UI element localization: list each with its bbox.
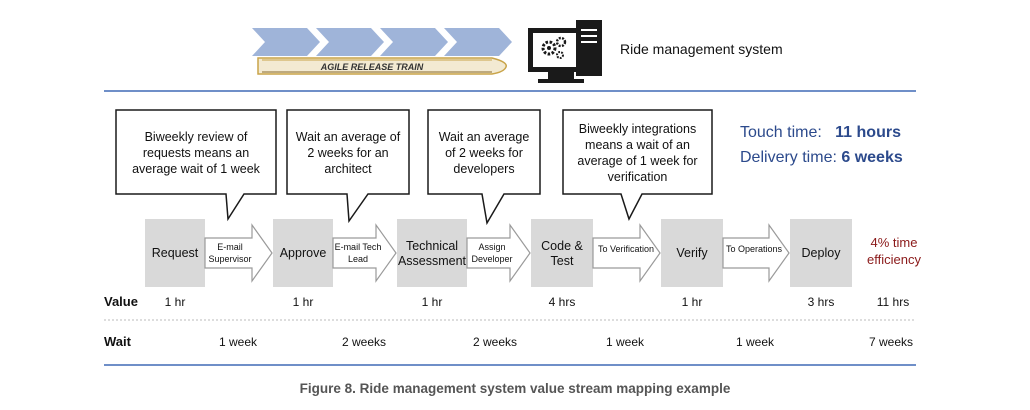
time-efficiency: 4% time efficiency [867, 235, 921, 267]
delivery-time-label: Delivery time: [740, 149, 837, 166]
step-box-code-test [531, 219, 593, 287]
step-label-deploy: Deploy [801, 246, 841, 260]
wait-total: 7 weeks [868, 335, 914, 349]
wait-handoff-4: 1 week [605, 335, 645, 349]
step-label-verify: Verify [676, 246, 708, 260]
step-box-deploy [790, 219, 852, 287]
step-label-approve: Approve [279, 246, 327, 260]
handoff-label-1: E-mail Supervisor [208, 242, 252, 264]
callout-1 [115, 109, 277, 222]
touch-time-label: Touch time: [740, 124, 822, 141]
train-chevron-3 [380, 28, 448, 56]
handoff-arrow-1 [204, 223, 273, 283]
step-label-request: Request [151, 246, 199, 260]
value-technical-assessment: 1 hr [421, 295, 443, 309]
step-label-technical-assessment: Technical Assessment [397, 239, 467, 268]
callout-text-2: Wait an average of 2 weeks for an archit… [295, 130, 401, 176]
wait-handoff-5: 1 week [735, 335, 775, 349]
step-label-code-test: Code & Test [541, 239, 583, 268]
callout-4 [562, 109, 713, 221]
value-row-label: Value [104, 294, 138, 309]
system-title: Ride management system [620, 41, 783, 57]
computer-icon [528, 20, 602, 83]
value-deploy: 3 hrs [807, 295, 835, 309]
value-approve: 1 hr [292, 295, 314, 309]
handoff-arrow-4 [592, 223, 661, 283]
handoff-label-4: To Verification [597, 244, 655, 254]
wait-handoff-2: 2 weeks [341, 335, 387, 349]
touch-time-value: 11 hours [835, 124, 901, 141]
handoff-label-5: To Operations [725, 244, 783, 254]
value-code-test: 4 hrs [548, 295, 576, 309]
wait-row-label: Wait [104, 334, 131, 349]
train-chevron-2 [316, 28, 384, 56]
delivery-time-value: 6 weeks [841, 149, 903, 166]
callout-3 [427, 109, 541, 226]
train-label: AGILE RELEASE TRAIN [320, 62, 424, 72]
callout-text-4: Biweekly integrations means a wait of an… [577, 122, 698, 184]
wait-handoff-3: 2 weeks [472, 335, 518, 349]
handoff-arrow-2 [332, 223, 397, 283]
callout-text-3: Wait an average of 2 weeks for developer… [438, 130, 530, 176]
value-verify: 1 hr [681, 295, 703, 309]
delivery-time: Delivery time: 6 weeks [740, 149, 903, 167]
handoff-label-3: Assign Developer [471, 242, 513, 264]
touch-time: Touch time: 11 hours [740, 124, 901, 142]
train-bar: AGILE RELEASE TRAIN [257, 57, 507, 75]
train-chevrons [252, 28, 512, 56]
handoff-label-2: E-mail Tech Lead [334, 242, 382, 264]
step-box-request [145, 219, 205, 287]
wait-handoff-1: 1 week [218, 335, 258, 349]
step-box-technical-assessment [397, 219, 467, 287]
figure-caption: Figure 8. Ride management system value s… [299, 381, 731, 396]
train-chevron-4 [444, 28, 512, 56]
value-total: 11 hrs [876, 295, 910, 309]
callout-text-1: Biweekly review of requests means an ave… [132, 130, 260, 176]
step-box-approve [273, 219, 333, 287]
train-chevron-1 [252, 28, 320, 56]
handoff-arrow-5 [722, 223, 790, 283]
callout-2 [286, 109, 410, 224]
value-request: 1 hr [164, 295, 186, 309]
handoff-arrow-3 [466, 223, 531, 283]
step-box-verify [661, 219, 723, 287]
